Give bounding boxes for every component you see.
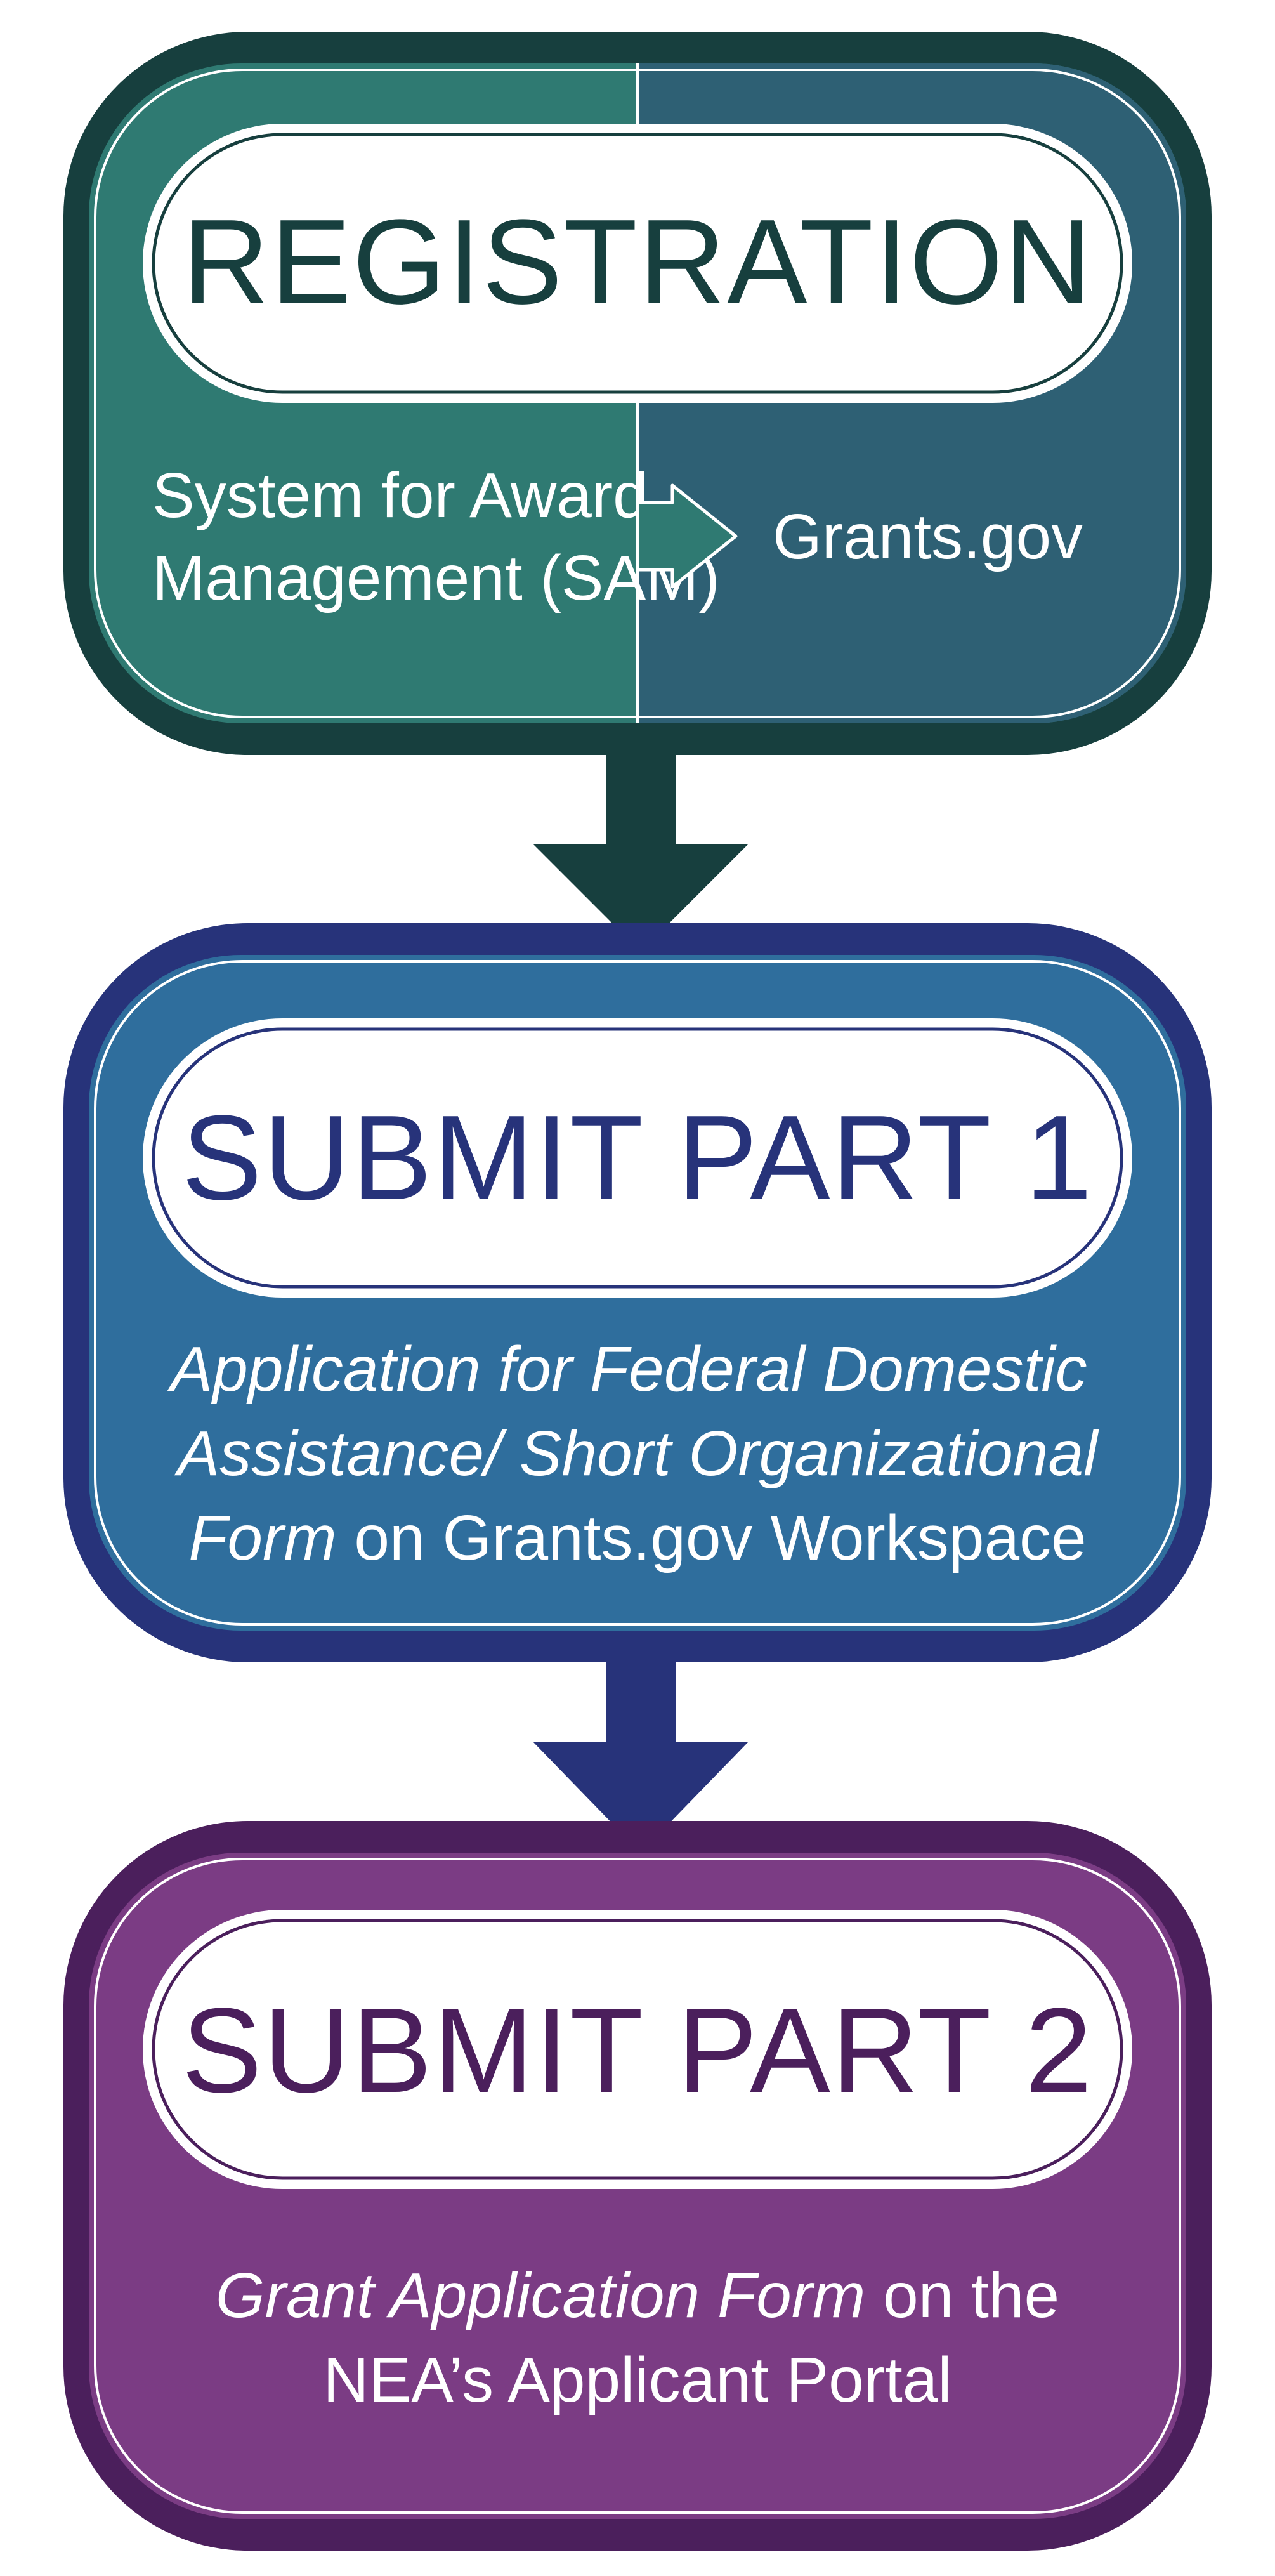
submit-part-1-block: SUBMIT PART 1 Application for Federal Do… bbox=[63, 923, 1212, 1662]
part1-line3: Form on Grants.gov Workspace bbox=[188, 1502, 1086, 1574]
part2-line1-regular: on the bbox=[865, 2260, 1059, 2331]
part2-line2: NEA’s Applicant Portal bbox=[323, 2344, 951, 2415]
part1-line1: Application for Federal Domestic bbox=[167, 1334, 1087, 1405]
submit-part-2-block: SUBMIT PART 2 Grant Application Form on … bbox=[63, 1821, 1212, 2551]
part2-title: SUBMIT PART 2 bbox=[181, 1983, 1093, 2118]
registration-title: REGISTRATION bbox=[183, 195, 1093, 329]
part2-line1: Grant Application Form on the bbox=[216, 2260, 1059, 2331]
down-arrow-1 bbox=[533, 755, 749, 952]
part1-line2: Assistance/ Short Organizational bbox=[174, 1418, 1100, 1489]
part1-description: Application for Federal Domestic Assista… bbox=[167, 1334, 1105, 1489]
part2-title-pill bbox=[143, 1910, 1132, 2189]
sam-label-line1: System for Award bbox=[152, 460, 648, 531]
sam-to-grants-arrow bbox=[636, 483, 738, 589]
down-arrow-2 bbox=[533, 1662, 749, 1853]
sam-label: System for Award Management (SAM) bbox=[152, 460, 720, 614]
part1-line3-italic: Form bbox=[188, 1502, 336, 1574]
part1-line3-regular: on Grants.gov Workspace bbox=[337, 1502, 1087, 1574]
part1-title-pill bbox=[143, 1018, 1132, 1298]
registration-block: REGISTRATION System for Award Management… bbox=[63, 32, 1212, 755]
registration-title-pill bbox=[143, 124, 1132, 403]
part1-title: SUBMIT PART 1 bbox=[181, 1091, 1093, 1225]
sam-label-line2: Management (SAM) bbox=[152, 542, 720, 614]
part2-line1-italic: Grant Application Form bbox=[216, 2260, 865, 2331]
grants-gov-label: Grants.gov bbox=[773, 501, 1083, 572]
